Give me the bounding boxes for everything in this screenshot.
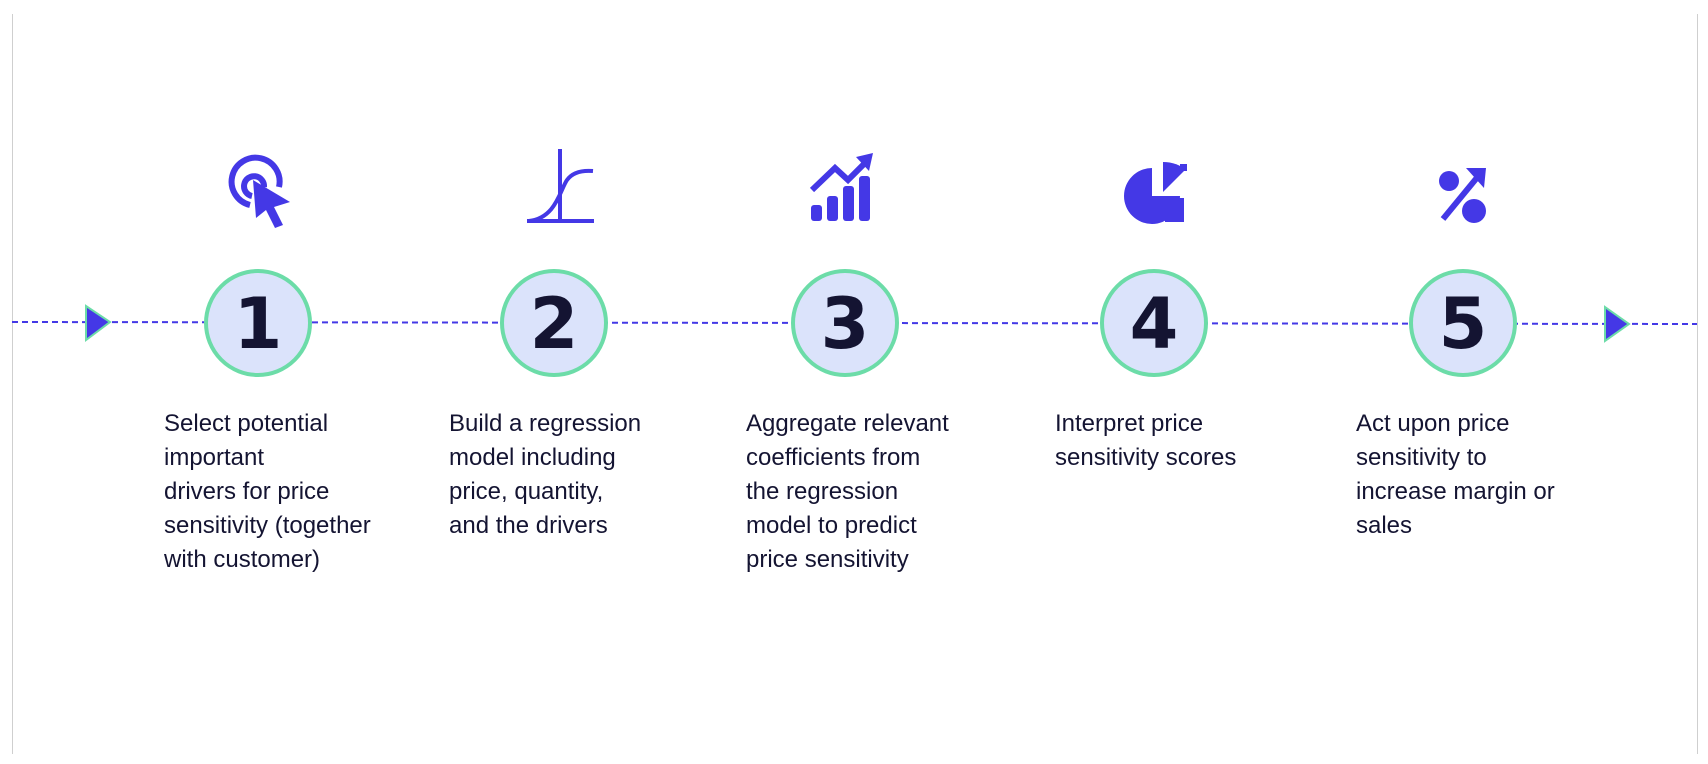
- step-4-line: sensitivity scores: [1055, 444, 1237, 471]
- step-3-line: coefficients from: [746, 444, 921, 471]
- step-3-line: Aggregate relevant: [746, 410, 949, 437]
- step-5-line: increase margin or: [1356, 478, 1555, 505]
- step-1-description: Select potential important drivers for p…: [164, 407, 409, 577]
- timeline-start-arrow: [85, 304, 112, 342]
- step-1-line: Select potential: [164, 410, 329, 437]
- step-2-line: and the drivers: [449, 512, 608, 539]
- step-3-line: price sensitivity: [746, 546, 909, 573]
- step-5-number: 5: [1439, 283, 1488, 365]
- step-3-line: model to predict: [746, 512, 917, 539]
- step-4-circle: [1100, 269, 1208, 377]
- step-4-description: Interpret price sensitivity scores: [1055, 407, 1300, 475]
- step-4-number: 4: [1130, 283, 1179, 365]
- pie-chart-icon: [1124, 162, 1187, 224]
- step-5-description: Act upon price sensitivity to increase m…: [1356, 407, 1601, 543]
- step-5-circle: [1409, 269, 1517, 377]
- left-frame-border: [12, 14, 13, 754]
- step-2-line: model including: [449, 444, 616, 471]
- step-1: 1: [204, 154, 312, 377]
- growth-chart-icon: [809, 153, 873, 221]
- step-3: 3: [791, 153, 899, 377]
- step-2-circle: [500, 269, 608, 377]
- step-1-number: 1: [234, 283, 283, 365]
- timeline-end-arrow: [1604, 305, 1631, 343]
- step-2: 2: [500, 149, 608, 377]
- step-3-number: 3: [821, 283, 870, 365]
- step-2-line: price, quantity,: [449, 478, 604, 505]
- step-2-description: Build a regression model including price…: [449, 407, 694, 543]
- step-5-line: sensitivity to: [1356, 444, 1487, 471]
- step-2-line: Build a regression: [449, 410, 642, 437]
- step-3-description: Aggregate relevant coefficients from the…: [746, 407, 991, 577]
- step-3-line: the regression: [746, 478, 899, 505]
- step-5: 5: [1409, 168, 1517, 377]
- step-5-line: Act upon price: [1356, 410, 1510, 437]
- step-4-line: Interpret price: [1055, 410, 1204, 437]
- step-3-circle: [791, 269, 899, 377]
- percent-icon: [1439, 168, 1486, 223]
- step-1-line: with customer): [164, 546, 321, 573]
- click-target-icon: [228, 154, 290, 228]
- step-5-line: sales: [1356, 512, 1413, 539]
- curve-graph-icon: [527, 149, 594, 223]
- right-frame-border: [1697, 14, 1698, 754]
- step-1-line: important: [164, 444, 265, 471]
- step-1-line: drivers for price: [164, 478, 330, 505]
- step-2-number: 2: [530, 283, 579, 365]
- step-1-line: sensitivity (together: [164, 512, 371, 539]
- step-1-circle: [204, 269, 312, 377]
- step-4: 4: [1100, 162, 1208, 377]
